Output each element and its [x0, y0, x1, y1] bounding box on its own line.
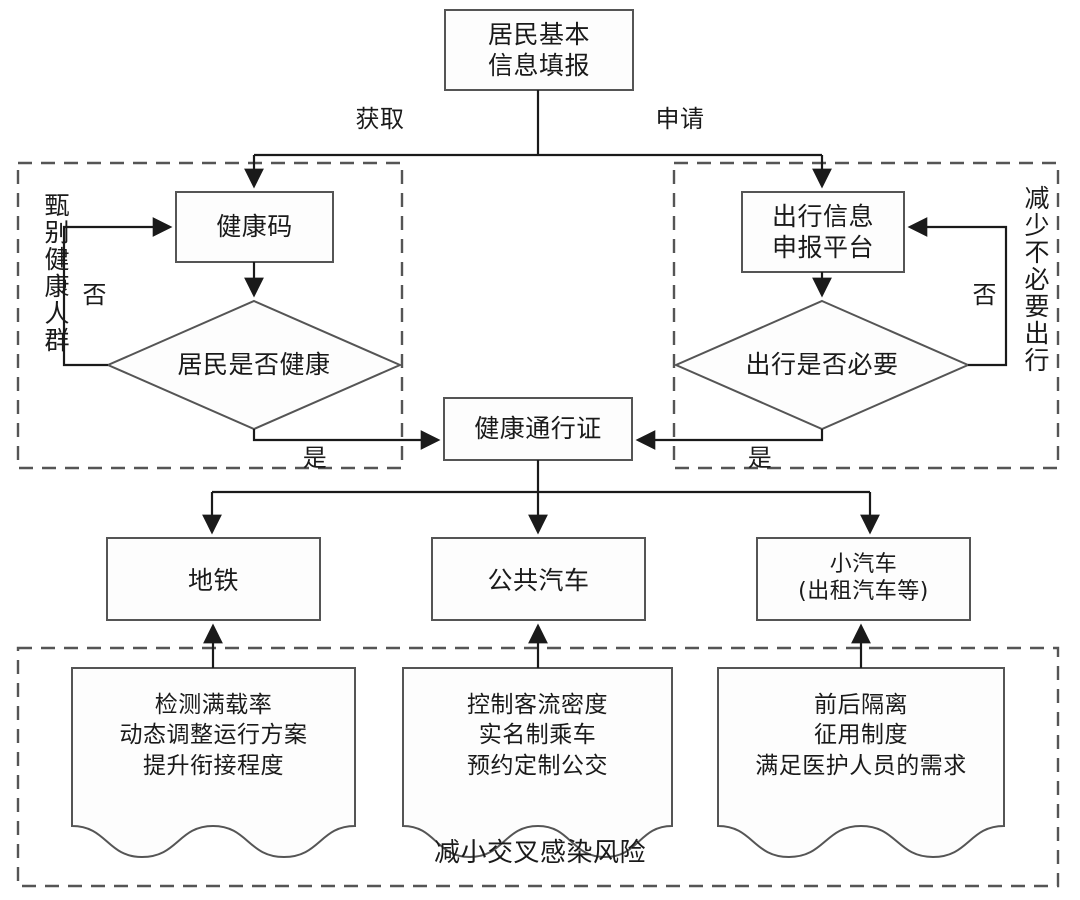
group-left-label: 甄别健康人群: [41, 192, 70, 354]
node-bus-box: [431, 537, 646, 621]
edge-label-obtain: 获取: [355, 105, 405, 133]
edge-right-no-loop: [907, 217, 1008, 367]
node-car-label: 小汽车 (出租汽车等): [798, 552, 929, 604]
edge-right-yes-to-pass: [635, 429, 824, 450]
doc-subway-shape: [71, 667, 356, 859]
node-health-decision-label: 居民是否健康: [177, 350, 331, 379]
edge-label-right-yes: 是: [747, 444, 773, 472]
node-car-box: [756, 537, 971, 621]
edge-left-yes-to-pass: [252, 429, 441, 450]
doc-bus-measures-label: 控制客流密度 实名制乘车 预约定制公交: [467, 692, 608, 779]
node-travel-platform-label: 出行信息 申报平台: [771, 202, 874, 262]
edge-label-left-yes: 是: [302, 444, 328, 472]
doc-car-shape: [717, 667, 1005, 859]
node-subway-box: [106, 537, 321, 621]
node-health-code-box: [175, 191, 334, 263]
node-health-pass-label: 健康通行证: [474, 414, 602, 443]
group-right-label: 减少不必要出行: [1021, 185, 1050, 374]
node-travel-decision-label: 出行是否必要: [745, 350, 899, 379]
node-bus-label: 公共汽车: [487, 566, 590, 595]
doc-bus-shape: [402, 667, 673, 859]
edge-left-no-loop: [62, 217, 173, 367]
edge-label-right-no: 否: [968, 282, 996, 307]
node-subway-label: 地铁: [187, 566, 239, 595]
doc-subway-measures-label: 检测满载率 动态调整运行方案 提升衔接程度: [119, 692, 308, 779]
edge-label-apply: 申请: [655, 105, 705, 133]
doc-car-measures-label: 前后隔离 征用制度 满足医护人员的需求: [755, 692, 967, 779]
edge-label-left-no: 否: [78, 282, 106, 307]
node-health-code-label: 健康码: [216, 212, 293, 241]
group-bottom-caption: 减小交叉感染风险: [433, 838, 646, 868]
group-left-screen-healthy: [16, 161, 404, 470]
group-right-reduce-travel: [672, 161, 1060, 470]
node-start-label: 居民基本 信息填报: [487, 20, 590, 80]
node-start-box: [444, 9, 634, 91]
